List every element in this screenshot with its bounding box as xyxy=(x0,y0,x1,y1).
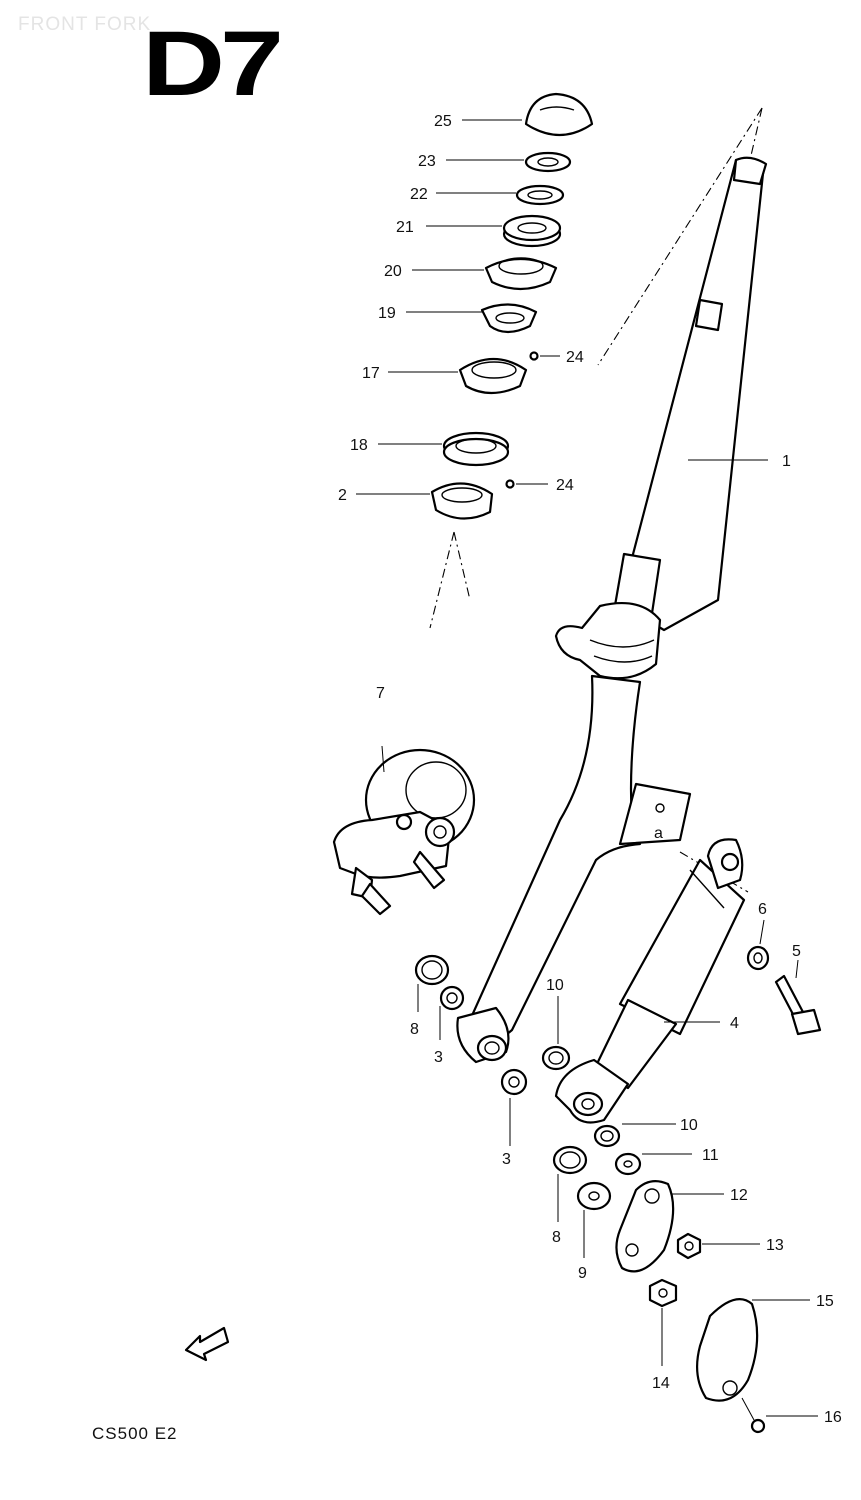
callout-9: 9 xyxy=(578,1265,587,1282)
callout-23: 23 xyxy=(418,153,436,170)
part-10-ring-upper xyxy=(541,1045,571,1071)
part-13-nut xyxy=(676,1232,702,1260)
header-caption: FRONT FORK xyxy=(18,14,152,35)
part-15-cover xyxy=(695,1298,759,1402)
callout-18: 18 xyxy=(350,437,368,454)
part-22-washer xyxy=(515,184,565,206)
callout-17: 17 xyxy=(362,365,380,382)
part-5-bolt xyxy=(774,974,822,1036)
section-code: D7 xyxy=(142,13,284,115)
callout-21: 21 xyxy=(396,219,414,236)
callout-25: 25 xyxy=(434,113,452,130)
part-3-bushing-lower xyxy=(500,1068,528,1096)
part-24-ball-upper xyxy=(529,351,539,361)
callout-4: 4 xyxy=(730,1015,739,1032)
callout-12: 12 xyxy=(730,1187,748,1204)
callout-6: 6 xyxy=(758,901,767,918)
callout-16: 16 xyxy=(824,1409,842,1426)
callout-19: 19 xyxy=(378,305,396,322)
part-4-shock-absorber xyxy=(554,838,746,1124)
part-21-race xyxy=(502,214,562,248)
svg-text:a: a xyxy=(654,825,663,842)
callout-10-lower: 10 xyxy=(680,1117,698,1134)
part-23-nut xyxy=(524,151,572,173)
part-20-bearing xyxy=(484,257,558,291)
part-18-race xyxy=(442,431,510,467)
part-8-o-ring-lower xyxy=(552,1145,588,1175)
callout-2: 2 xyxy=(338,487,347,504)
part-16-screw xyxy=(741,1397,766,1434)
part-9-washer xyxy=(576,1181,612,1211)
callout-1: 1 xyxy=(782,453,791,470)
leader-lines xyxy=(356,119,818,1417)
part-3-bushing-upper xyxy=(439,985,465,1011)
part-1-steering-stem: a xyxy=(456,156,768,1064)
callout-7: 7 xyxy=(376,685,385,702)
callout-14: 14 xyxy=(652,1375,670,1392)
callout-labels: 25 23 22 21 20 19 24 17 18 2 24 1 7 6 5 … xyxy=(338,113,842,1426)
part-2-bearing-lower xyxy=(430,482,494,520)
part-14-nut xyxy=(648,1278,678,1308)
part-17-ring xyxy=(458,358,528,395)
callout-11: 11 xyxy=(702,1147,719,1164)
part-12-bracket xyxy=(615,1179,675,1273)
model-label: CS500 E2 xyxy=(92,1424,178,1443)
part-10-ring-lower xyxy=(593,1124,621,1148)
callout-5: 5 xyxy=(792,943,801,960)
part-19-seal xyxy=(480,303,538,334)
part-8-o-ring-upper xyxy=(414,954,450,986)
callout-22: 22 xyxy=(410,186,428,203)
callout-20: 20 xyxy=(384,263,402,280)
callout-8-upper: 8 xyxy=(410,1021,419,1038)
callout-8-lower: 8 xyxy=(552,1229,561,1246)
part-11-washer xyxy=(614,1152,642,1176)
callout-24-upper: 24 xyxy=(566,349,584,366)
part-7-hub-assembly xyxy=(332,745,476,916)
part-25-cap xyxy=(524,92,594,136)
callout-3-upper: 3 xyxy=(434,1049,443,1066)
part-24-ball-lower xyxy=(505,479,515,489)
part-6-spacer xyxy=(746,945,770,971)
callout-3-lower: 3 xyxy=(502,1151,511,1168)
front-direction-arrow xyxy=(184,1326,230,1362)
callout-15: 15 xyxy=(816,1293,834,1310)
callout-24-lower: 24 xyxy=(556,477,574,494)
callout-10-upper: 10 xyxy=(546,977,564,994)
callout-13: 13 xyxy=(766,1237,784,1254)
